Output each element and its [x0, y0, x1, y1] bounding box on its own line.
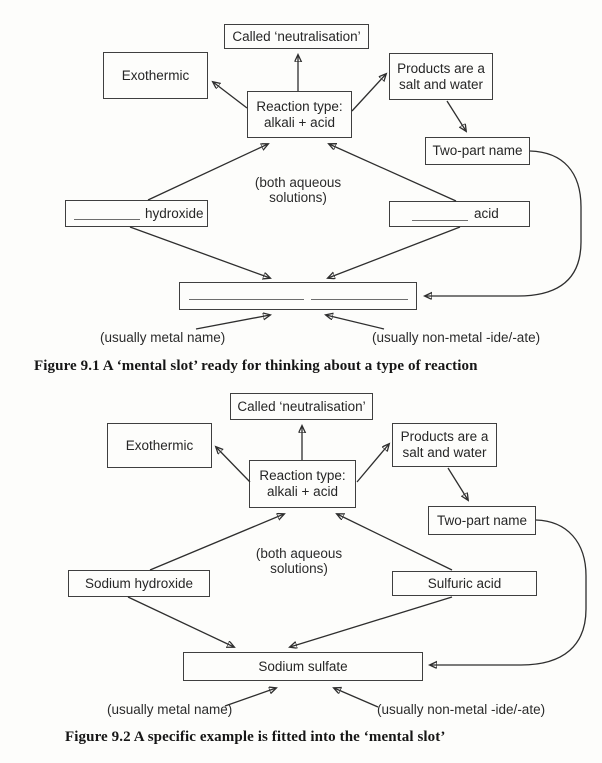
node-two-part-name: Two-part name [425, 137, 530, 165]
annotation-usually-metal-name: (usually metal name) [100, 330, 226, 345]
node-label-line1: Products are a [400, 429, 489, 444]
arrow-products-to-twopart [447, 467, 468, 500]
node-label-line1: Products are a [397, 60, 485, 76]
arrow-reaction-to-exothermic [216, 447, 251, 483]
node-products-salt-water: Products are a salt and water [392, 423, 497, 467]
arrow-reaction-to-exothermic [213, 82, 248, 109]
node-blank-hydroxide: hydroxide [65, 200, 208, 227]
figure-9-2-caption: Figure 9.2 A specific example is fitted … [65, 729, 446, 745]
node-called-neutralisation: Called ‘neutralisation’ [224, 24, 369, 49]
arrow-reaction-to-products [351, 74, 386, 112]
annotation-usually-non-metal: (usually non-metal -ide/-ate) [377, 702, 546, 717]
arrow-acid-to-slot [328, 226, 461, 278]
annotation-line2: solutions) [269, 190, 327, 205]
node-sodium-sulfate: Sodium sulfate [183, 652, 423, 681]
fill-in-blank-line [74, 219, 140, 220]
fill-in-blank-line [412, 220, 468, 221]
arrow-metal-label-to-sulfate [224, 688, 276, 707]
arrow-products-to-twopart [446, 100, 466, 131]
node-called-neutralisation: Called ‘neutralisation’ [230, 393, 373, 420]
node-reaction-type: Reaction type: alkali + acid [249, 460, 356, 508]
arrow-hydroxide-to-slot [129, 226, 270, 278]
node-empty-product-slot [179, 282, 417, 310]
node-blank-acid: acid [389, 201, 530, 227]
node-label: Sulfuric acid [427, 575, 502, 591]
node-reaction-type: Reaction type: alkali + acid [247, 91, 352, 138]
annotation-line2: solutions) [270, 561, 328, 576]
node-label-line2: alkali + acid [267, 484, 338, 499]
annotation-line1: (both aqueous [254, 175, 342, 190]
node-label-line1: Reaction type: [256, 98, 343, 114]
arrow-nonmetal-label-to-sulfate [334, 688, 379, 708]
node-label-line1: Reaction type: [259, 468, 346, 483]
node-exothermic: Exothermic [103, 52, 208, 99]
node-label: Sodium hydroxide [84, 575, 194, 591]
node-sodium-hydroxide: Sodium hydroxide [68, 570, 210, 597]
node-label: Exothermic [125, 437, 194, 453]
fill-in-blank-line [311, 299, 408, 300]
arrow-sulfuric-to-sulfate [290, 596, 453, 647]
fill-in-blank-line [189, 299, 304, 300]
node-label: hydroxide [145, 206, 204, 221]
arrow-naoh-to-sulfate [127, 596, 234, 647]
node-label: Exothermic [121, 67, 190, 83]
figure-9-1-caption: Figure 9.1 A ‘mental slot’ ready for thi… [34, 358, 478, 374]
node-sulfuric-acid: Sulfuric acid [392, 571, 537, 596]
annotation-both-aqueous: (both aqueous solutions) [228, 175, 368, 205]
node-label-line2: alkali + acid [264, 114, 335, 130]
node-exothermic: Exothermic [107, 423, 212, 468]
node-label: Called ‘neutralisation’ [237, 398, 366, 414]
annotation-both-aqueous: (both aqueous solutions) [229, 546, 369, 576]
annotation-line1: (both aqueous [255, 546, 343, 561]
node-products-salt-water: Products are a salt and water [389, 53, 493, 100]
node-label: Called ‘neutralisation’ [232, 28, 361, 44]
node-label-line2: salt and water [402, 445, 487, 460]
node-label: acid [474, 206, 499, 221]
arrow-metal-label-to-slot [195, 315, 270, 330]
node-label-line2: salt and water [398, 76, 484, 92]
node-label: Two-part name [432, 143, 523, 158]
node-label: Sodium sulfate [258, 658, 348, 674]
annotation-usually-metal-name: (usually metal name) [107, 702, 233, 717]
arrow-reaction-to-products [356, 444, 389, 483]
annotation-usually-non-metal: (usually non-metal -ide/-ate) [372, 330, 541, 345]
arrow-nonmetal-label-to-slot [326, 315, 385, 330]
node-label: Two-part name [436, 512, 528, 528]
node-two-part-name: Two-part name [428, 506, 536, 535]
